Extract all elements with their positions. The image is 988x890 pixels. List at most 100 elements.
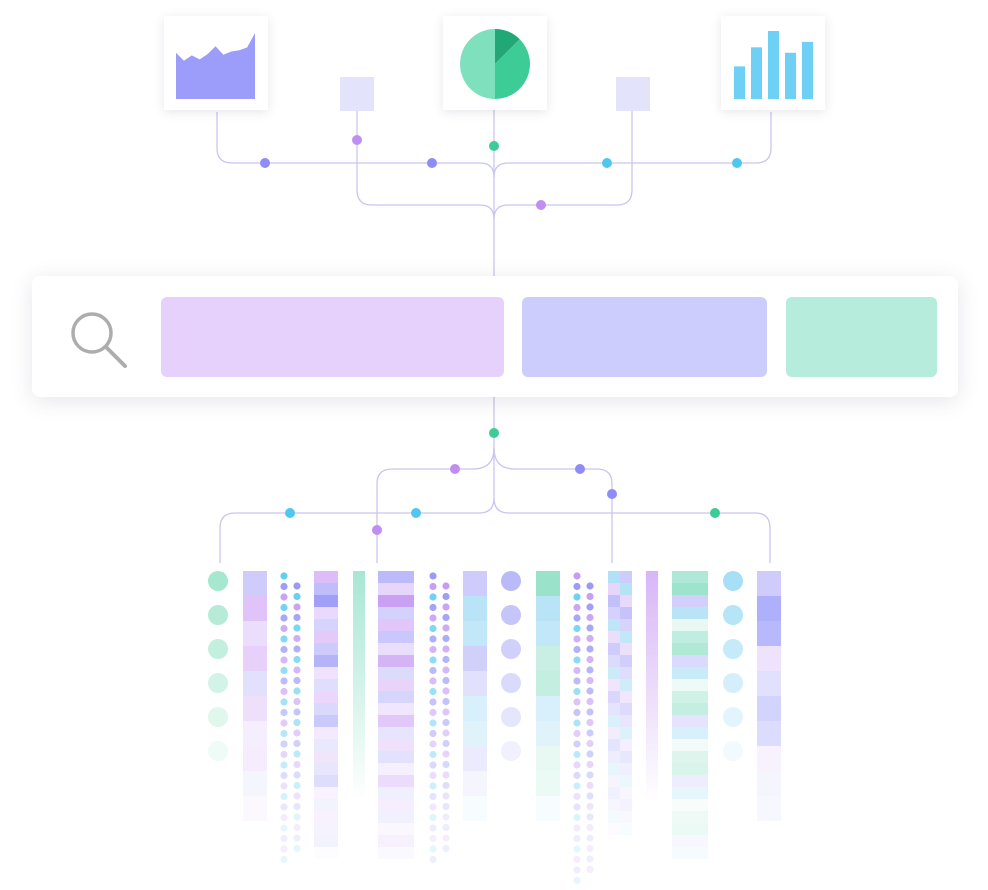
result-dot (573, 782, 581, 790)
result-tile (390, 571, 402, 583)
result-tile (402, 703, 414, 715)
result-dot (442, 771, 450, 779)
result-tile (684, 739, 696, 751)
result-tile (314, 667, 326, 679)
result-tile (696, 775, 708, 787)
result-tile (314, 811, 326, 823)
result-tile (696, 691, 708, 703)
result-tile (314, 643, 326, 655)
result-tile (390, 811, 402, 823)
result-dot (586, 802, 594, 811)
result-dot (586, 823, 594, 832)
result-tile (402, 811, 414, 823)
result-dot (293, 750, 301, 758)
result-tile (696, 811, 708, 823)
result-dot (293, 718, 301, 727)
search-bar[interactable] (32, 276, 958, 397)
result-dot (293, 687, 301, 695)
result-dot (442, 655, 450, 664)
result-block (243, 571, 267, 596)
result-tile (696, 799, 708, 811)
result-block (536, 771, 560, 796)
result-tile (390, 727, 402, 739)
result-tile (326, 799, 338, 811)
result-dot (429, 845, 437, 853)
result-tile (672, 631, 684, 643)
result-tile (620, 631, 632, 643)
result-tile (314, 679, 326, 691)
result-dot (586, 687, 594, 695)
result-dot (586, 855, 594, 863)
query-segment-purple[interactable] (161, 297, 504, 377)
pie-slice (460, 29, 495, 99)
result-tile (326, 775, 338, 787)
result-dot (280, 824, 288, 832)
result-tile (314, 631, 326, 643)
result-tile (402, 643, 414, 655)
bar-chart-bar (768, 31, 779, 99)
result-tile (326, 583, 338, 595)
result-tile (314, 847, 326, 859)
result-block (536, 796, 560, 821)
result-tile (378, 583, 390, 595)
result-block (536, 596, 560, 621)
result-dot (429, 813, 437, 822)
connector-dot (411, 508, 421, 518)
result-tile (378, 571, 390, 583)
result-tile (620, 715, 632, 727)
result-dot (429, 656, 437, 664)
result-tile (378, 619, 390, 631)
result-block (243, 696, 267, 721)
result-tile (696, 763, 708, 775)
result-dot (293, 582, 301, 590)
result-tile (402, 775, 414, 787)
result-tile (402, 607, 414, 619)
result-tile (696, 595, 708, 607)
result-dot (573, 855, 581, 864)
result-dot (586, 645, 594, 653)
result-block (243, 621, 267, 646)
result-tile (390, 847, 402, 859)
result-dot (442, 792, 450, 800)
query-segment-green[interactable] (786, 297, 937, 377)
result-dot (573, 719, 581, 727)
result-tile (326, 655, 338, 667)
result-tile (378, 631, 390, 643)
result-dot (293, 792, 301, 800)
result-tile (326, 751, 338, 763)
result-tile (684, 667, 696, 679)
result-dot (586, 865, 594, 874)
result-dot (293, 771, 301, 779)
result-tile (620, 583, 632, 595)
result-dot (442, 645, 450, 653)
result-dot (429, 582, 437, 591)
result-block (757, 796, 781, 821)
result-dot (429, 834, 437, 843)
result-tile (326, 835, 338, 847)
result-dot (573, 792, 581, 801)
result-dot (293, 613, 301, 622)
result-circle (208, 571, 228, 591)
result-tile (402, 739, 414, 751)
result-dot (586, 634, 594, 643)
result-dot (573, 803, 581, 811)
query-segment-indigo[interactable] (522, 297, 767, 377)
result-dot (293, 844, 301, 853)
result-block (536, 646, 560, 671)
result-dot (293, 655, 301, 664)
result-tile (620, 727, 632, 739)
result-dot (442, 750, 450, 758)
result-tile (378, 835, 390, 847)
area-chart-fill (176, 33, 255, 99)
result-tile (620, 751, 632, 763)
result-tile (684, 835, 696, 847)
result-dot (429, 687, 437, 696)
result-circle (208, 639, 228, 659)
result-block (243, 646, 267, 671)
result-dot (293, 624, 301, 632)
connector-line (216, 112, 495, 178)
result-tile (696, 571, 708, 583)
result-dot (573, 845, 581, 853)
pie-chart-icon (460, 29, 530, 99)
result-dot (573, 834, 581, 843)
